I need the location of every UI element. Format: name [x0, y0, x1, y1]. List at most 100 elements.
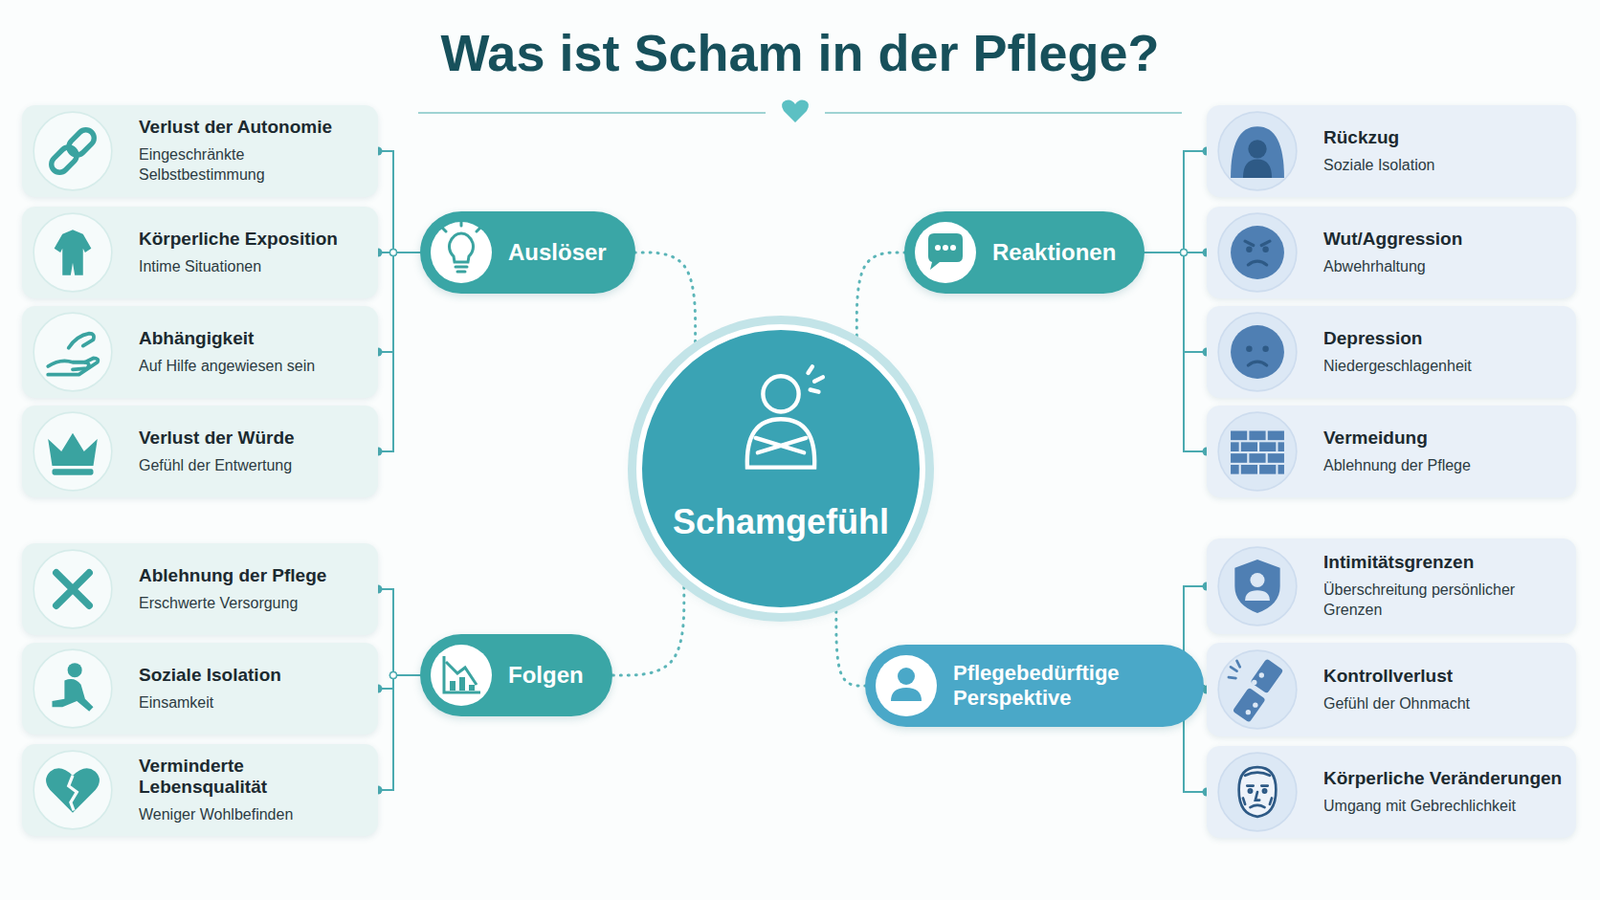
item-description: Auf Hilfe angewiesen sein	[138, 356, 365, 378]
item-heading: Wut/Aggression	[1323, 228, 1563, 250]
node-label: Pflegebedürftige Perspektive	[953, 661, 1176, 712]
item-card: KontrollverlustGefühl der Ohnmacht	[1206, 643, 1577, 737]
title-rule	[418, 111, 766, 114]
bracket-connector	[1144, 252, 1207, 353]
item-heading: Kontrollverlust	[1323, 666, 1563, 688]
icon-symbol	[912, 220, 978, 286]
junction-dot	[390, 672, 398, 680]
item-card: Verlust der WürdeGefühl der Entwertung	[22, 405, 378, 498]
heart-symbol	[781, 100, 809, 124]
item-card: Soziale IsolationEinsamkeit	[22, 643, 378, 735]
category-pill: Auslöser	[420, 211, 636, 294]
icon-symbol	[1216, 211, 1299, 294]
item-description: Gefühl der Ohnmacht	[1323, 694, 1563, 715]
item-heading: Verlust der Autonomie	[138, 116, 365, 138]
item-heading: Rückzug	[1323, 127, 1563, 149]
junction-dot	[390, 249, 398, 257]
icon-symbol	[31, 410, 114, 493]
connector-group	[374, 672, 422, 796]
connector-group	[1144, 249, 1211, 457]
icon-symbol	[1216, 545, 1299, 628]
junction-dot	[390, 249, 398, 257]
item-card: Ablehnung der PflegeErschwerte Versorgun…	[22, 543, 378, 636]
junction-dot	[1180, 249, 1188, 257]
item-heading: Verminderte Lebensqualität	[138, 755, 365, 799]
bracket-connector	[377, 675, 421, 791]
item-description: Eingeschränkte Selbstbestimmung	[138, 145, 365, 186]
connector-group	[374, 249, 422, 357]
connector-group	[374, 585, 422, 680]
item-description: Abwehrhaltung	[1323, 257, 1563, 278]
icon-symbol	[1216, 648, 1299, 732]
item-description: Intime Situationen	[138, 257, 365, 278]
junction-dot	[1180, 249, 1188, 257]
item-description: Ablehnung der Pflege	[1323, 456, 1563, 477]
connector-group	[374, 249, 422, 457]
bracket-connector	[377, 151, 421, 253]
node-label: Folgen	[508, 662, 584, 690]
dotted-connector	[635, 252, 696, 342]
icon-symbol	[1216, 410, 1299, 493]
junction-dot	[390, 672, 398, 680]
dotted-connector	[836, 611, 866, 687]
item-description: Niedergeschlagenheit	[1323, 356, 1563, 378]
item-description: Einsamkeit	[138, 693, 365, 714]
item-card: DepressionNiedergeschlagenheit	[1206, 306, 1577, 399]
icon-symbol	[31, 311, 114, 394]
icon-symbol	[31, 647, 114, 731]
node-label: Schamgefühl	[672, 502, 889, 543]
icon-symbol	[31, 548, 114, 631]
icon-symbol	[428, 220, 494, 286]
item-description: Umgang mit Gebrechlichkeit	[1323, 797, 1563, 818]
item-heading: Soziale Isolation	[138, 665, 365, 687]
connector-group	[612, 587, 685, 676]
item-card: Verlust der AutonomieEingeschränkte Selb…	[22, 105, 378, 198]
item-heading: Körperliche Veränderungen	[1323, 768, 1563, 790]
category-pill: Folgen	[420, 634, 613, 717]
connector-group	[635, 252, 696, 342]
item-heading: Verlust der Würde	[138, 427, 365, 449]
item-card: AbhängigkeitAuf Hilfe angewiesen sein	[22, 306, 378, 399]
connector-group	[1144, 249, 1211, 357]
junction-dot	[1180, 249, 1188, 257]
icon-symbol	[428, 643, 494, 709]
category-pill: Reaktionen	[904, 211, 1145, 294]
icon-symbol	[1216, 751, 1299, 834]
item-description: Überschreitung persönlicher Grenzen	[1323, 580, 1563, 622]
icon-symbol	[31, 110, 114, 193]
bracket-connector	[377, 675, 421, 689]
item-heading: Intimitätsgrenzen	[1323, 552, 1563, 574]
junction-dot	[1180, 249, 1188, 257]
central-circle: Schamgefühl	[636, 324, 926, 614]
bracket-connector	[1144, 151, 1207, 253]
item-description: Weniger Wohlbefinden	[138, 805, 365, 826]
icon-symbol	[726, 362, 836, 472]
item-heading: Abhängigkeit	[138, 328, 365, 350]
item-description: Erschwerte Versorgung	[138, 594, 365, 615]
item-heading: Depression	[1323, 328, 1563, 350]
bracket-connector	[1144, 252, 1207, 452]
connector-group	[1144, 147, 1211, 257]
icon-symbol	[31, 749, 114, 832]
junction-dot	[390, 249, 398, 257]
junction-dot	[390, 249, 398, 257]
node-label: Auslöser	[508, 239, 607, 267]
item-card: IntimitätsgrenzenÜberschreitung persönli…	[1206, 538, 1577, 635]
icon-symbol	[1216, 311, 1299, 394]
item-card: Körperliche ExpositionIntime Situationen	[22, 206, 378, 299]
item-heading: Vermeidung	[1323, 427, 1563, 449]
item-heading: Körperliche Exposition	[138, 228, 365, 250]
connector-group	[856, 252, 905, 336]
connector-group	[374, 147, 422, 257]
dotted-connector	[856, 252, 905, 336]
item-card: Wut/AggressionAbwehrhaltung	[1206, 206, 1577, 299]
icon-symbol	[31, 211, 114, 294]
node-label: Reaktionen	[992, 239, 1116, 267]
icon-symbol	[873, 653, 939, 719]
item-card: RückzugSoziale Isolation	[1206, 105, 1577, 198]
title-rule	[824, 111, 1182, 114]
diagram-title: Was ist Scham in der Pflege?	[0, 22, 1600, 83]
item-card: Verminderte LebensqualitätWeniger Wohlbe…	[22, 744, 378, 837]
item-description: Gefühl der Entwertung	[138, 456, 365, 477]
dotted-connector	[612, 587, 685, 676]
